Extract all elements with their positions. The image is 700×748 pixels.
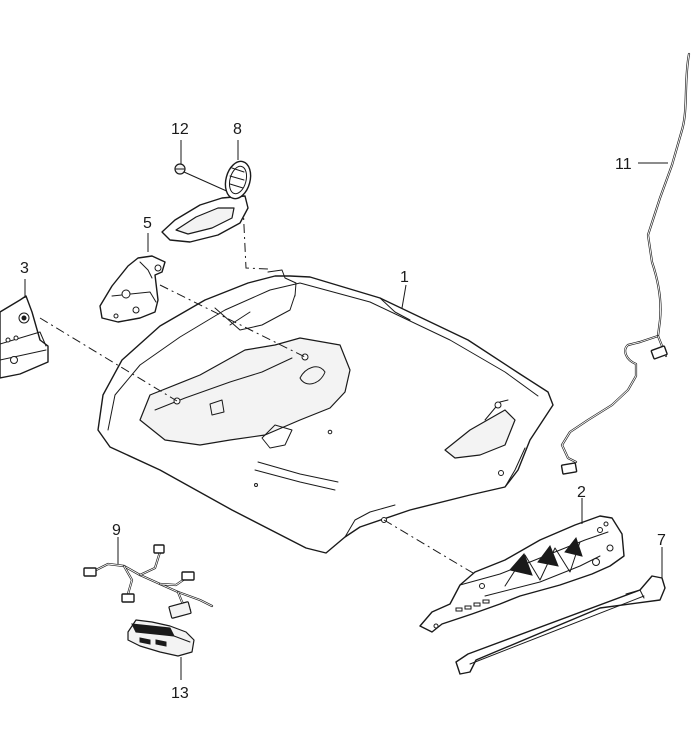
side-bracket-part-3 — [0, 295, 49, 379]
wiring-harness-part-9 — [83, 544, 214, 619]
callout-12: 12 — [171, 121, 189, 138]
callout-2: 2 — [577, 484, 586, 501]
callout-5: 5 — [143, 215, 152, 232]
callout-3: 3 — [20, 260, 29, 277]
rail-frame-part-2 — [419, 515, 625, 633]
bracket-part-5 — [99, 255, 166, 323]
callout-numbers: 12 8 5 3 1 11 2 7 9 13 — [20, 121, 666, 702]
knob-trim-part-8 — [161, 160, 252, 243]
seat-pan-part-1 — [97, 269, 554, 554]
callout-7: 7 — [657, 532, 666, 549]
callout-1: 1 — [400, 269, 409, 286]
cable-part-11 — [560, 52, 691, 475]
callout-13: 13 — [171, 685, 189, 702]
callout-11: 11 — [615, 156, 632, 173]
trim-strip-part-7 — [455, 575, 666, 675]
callout-9: 9 — [112, 522, 121, 539]
callout-8: 8 — [233, 121, 242, 138]
assembly-center-lines — [39, 204, 479, 577]
connector-block-part-13 — [127, 619, 195, 657]
callout-leader-lines — [24, 140, 668, 680]
